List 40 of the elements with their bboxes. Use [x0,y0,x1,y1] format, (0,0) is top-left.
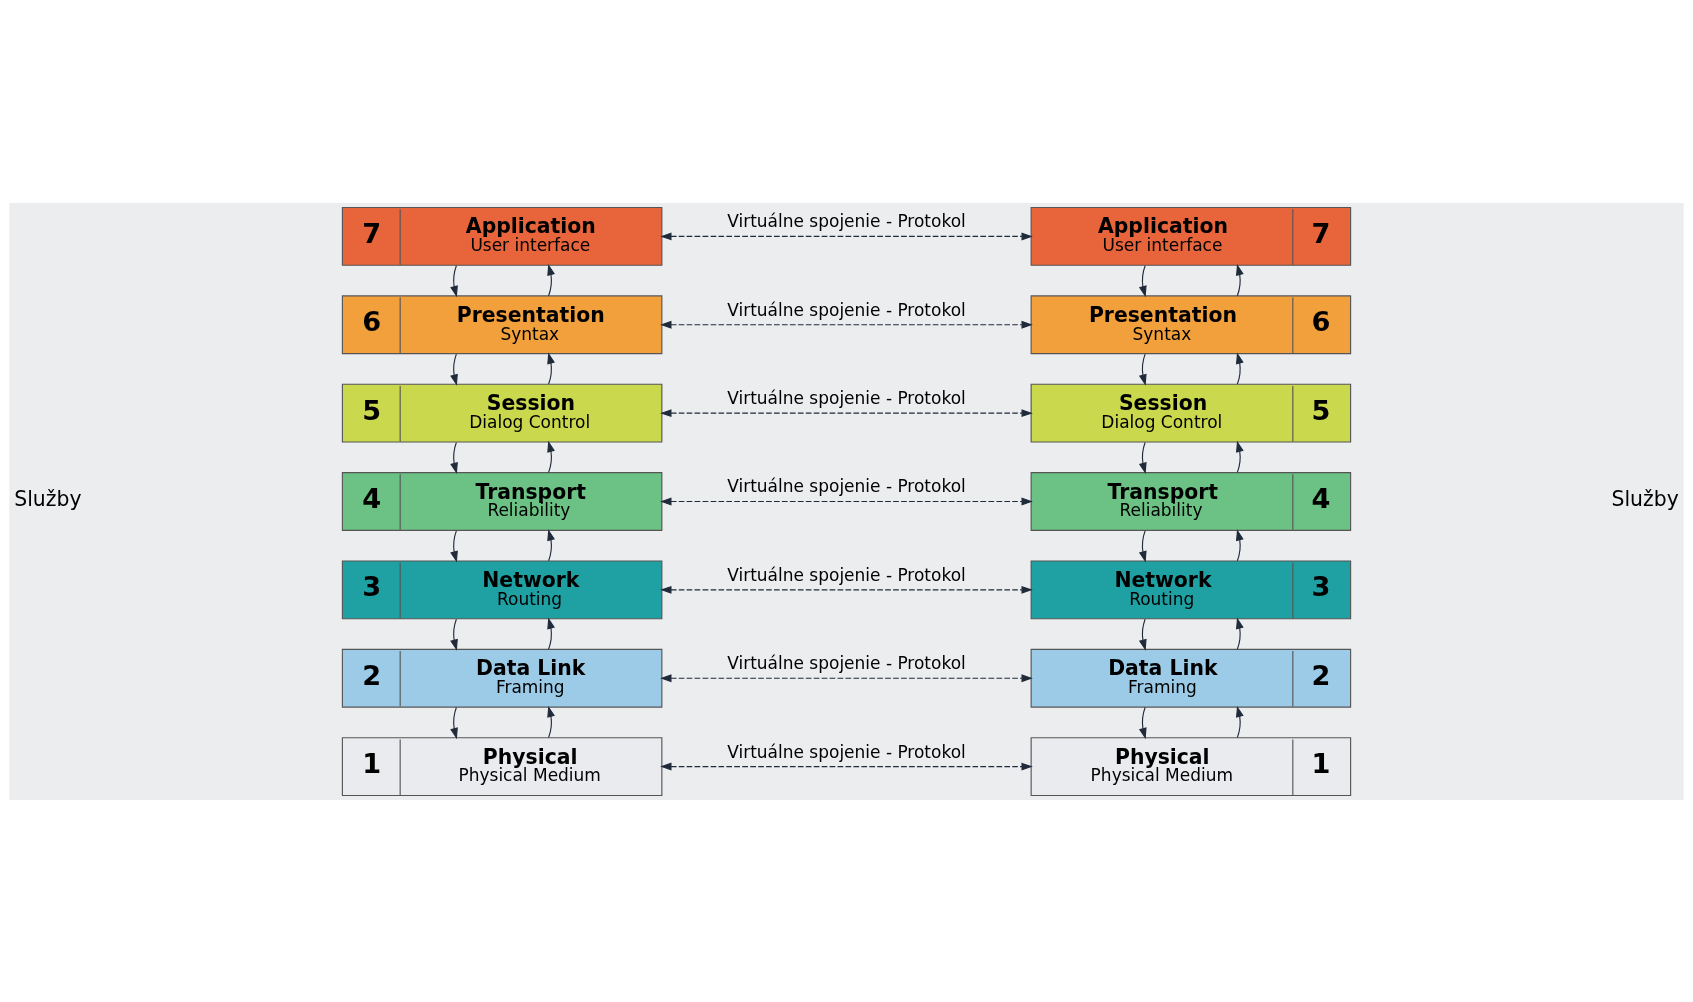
arrow [1236,263,1244,296]
arrow [1236,351,1244,385]
arrow [450,618,458,651]
arrow [547,351,555,385]
arrow [1236,705,1244,738]
arrow [547,617,555,650]
arrow [1138,618,1147,651]
arrow [660,320,1033,329]
arrow [660,673,1033,682]
label: Služby [14,486,82,511]
edge-label: Virtuálne spojenie - Protokol [727,741,966,762]
arrow [1236,617,1244,650]
arrow [660,762,1033,771]
arrow [450,706,458,739]
arrow [1138,529,1147,562]
arrow [547,440,555,473]
arrow [547,705,555,738]
edge-label: Virtuálne spojenie - Protokol [727,387,966,408]
arrow [450,264,458,297]
arrow [1138,706,1147,739]
arrow [450,441,458,474]
arrow [1138,264,1147,297]
arrow [1138,353,1147,386]
arrow [450,353,458,386]
arrow [450,529,458,562]
edge-label: Virtuálne spojenie - Protokol [727,652,966,673]
edge-label: Virtuálne spojenie - Protokol [727,299,966,320]
edge-label: Virtuálne spojenie - Protokol [727,564,966,585]
label: Služby [1611,486,1679,511]
arrow [1236,528,1244,561]
arrow [660,408,1033,417]
edge-label: Virtuálne spojenie - Protokol [727,475,966,496]
arrow [660,585,1033,594]
edge-label: Virtuálne spojenie - Protokol [727,210,966,231]
arrow [660,497,1033,505]
arrow [1236,440,1244,473]
arrow [660,231,1033,240]
arrow [547,528,555,561]
arrow [547,263,555,296]
arrow [1138,441,1147,474]
